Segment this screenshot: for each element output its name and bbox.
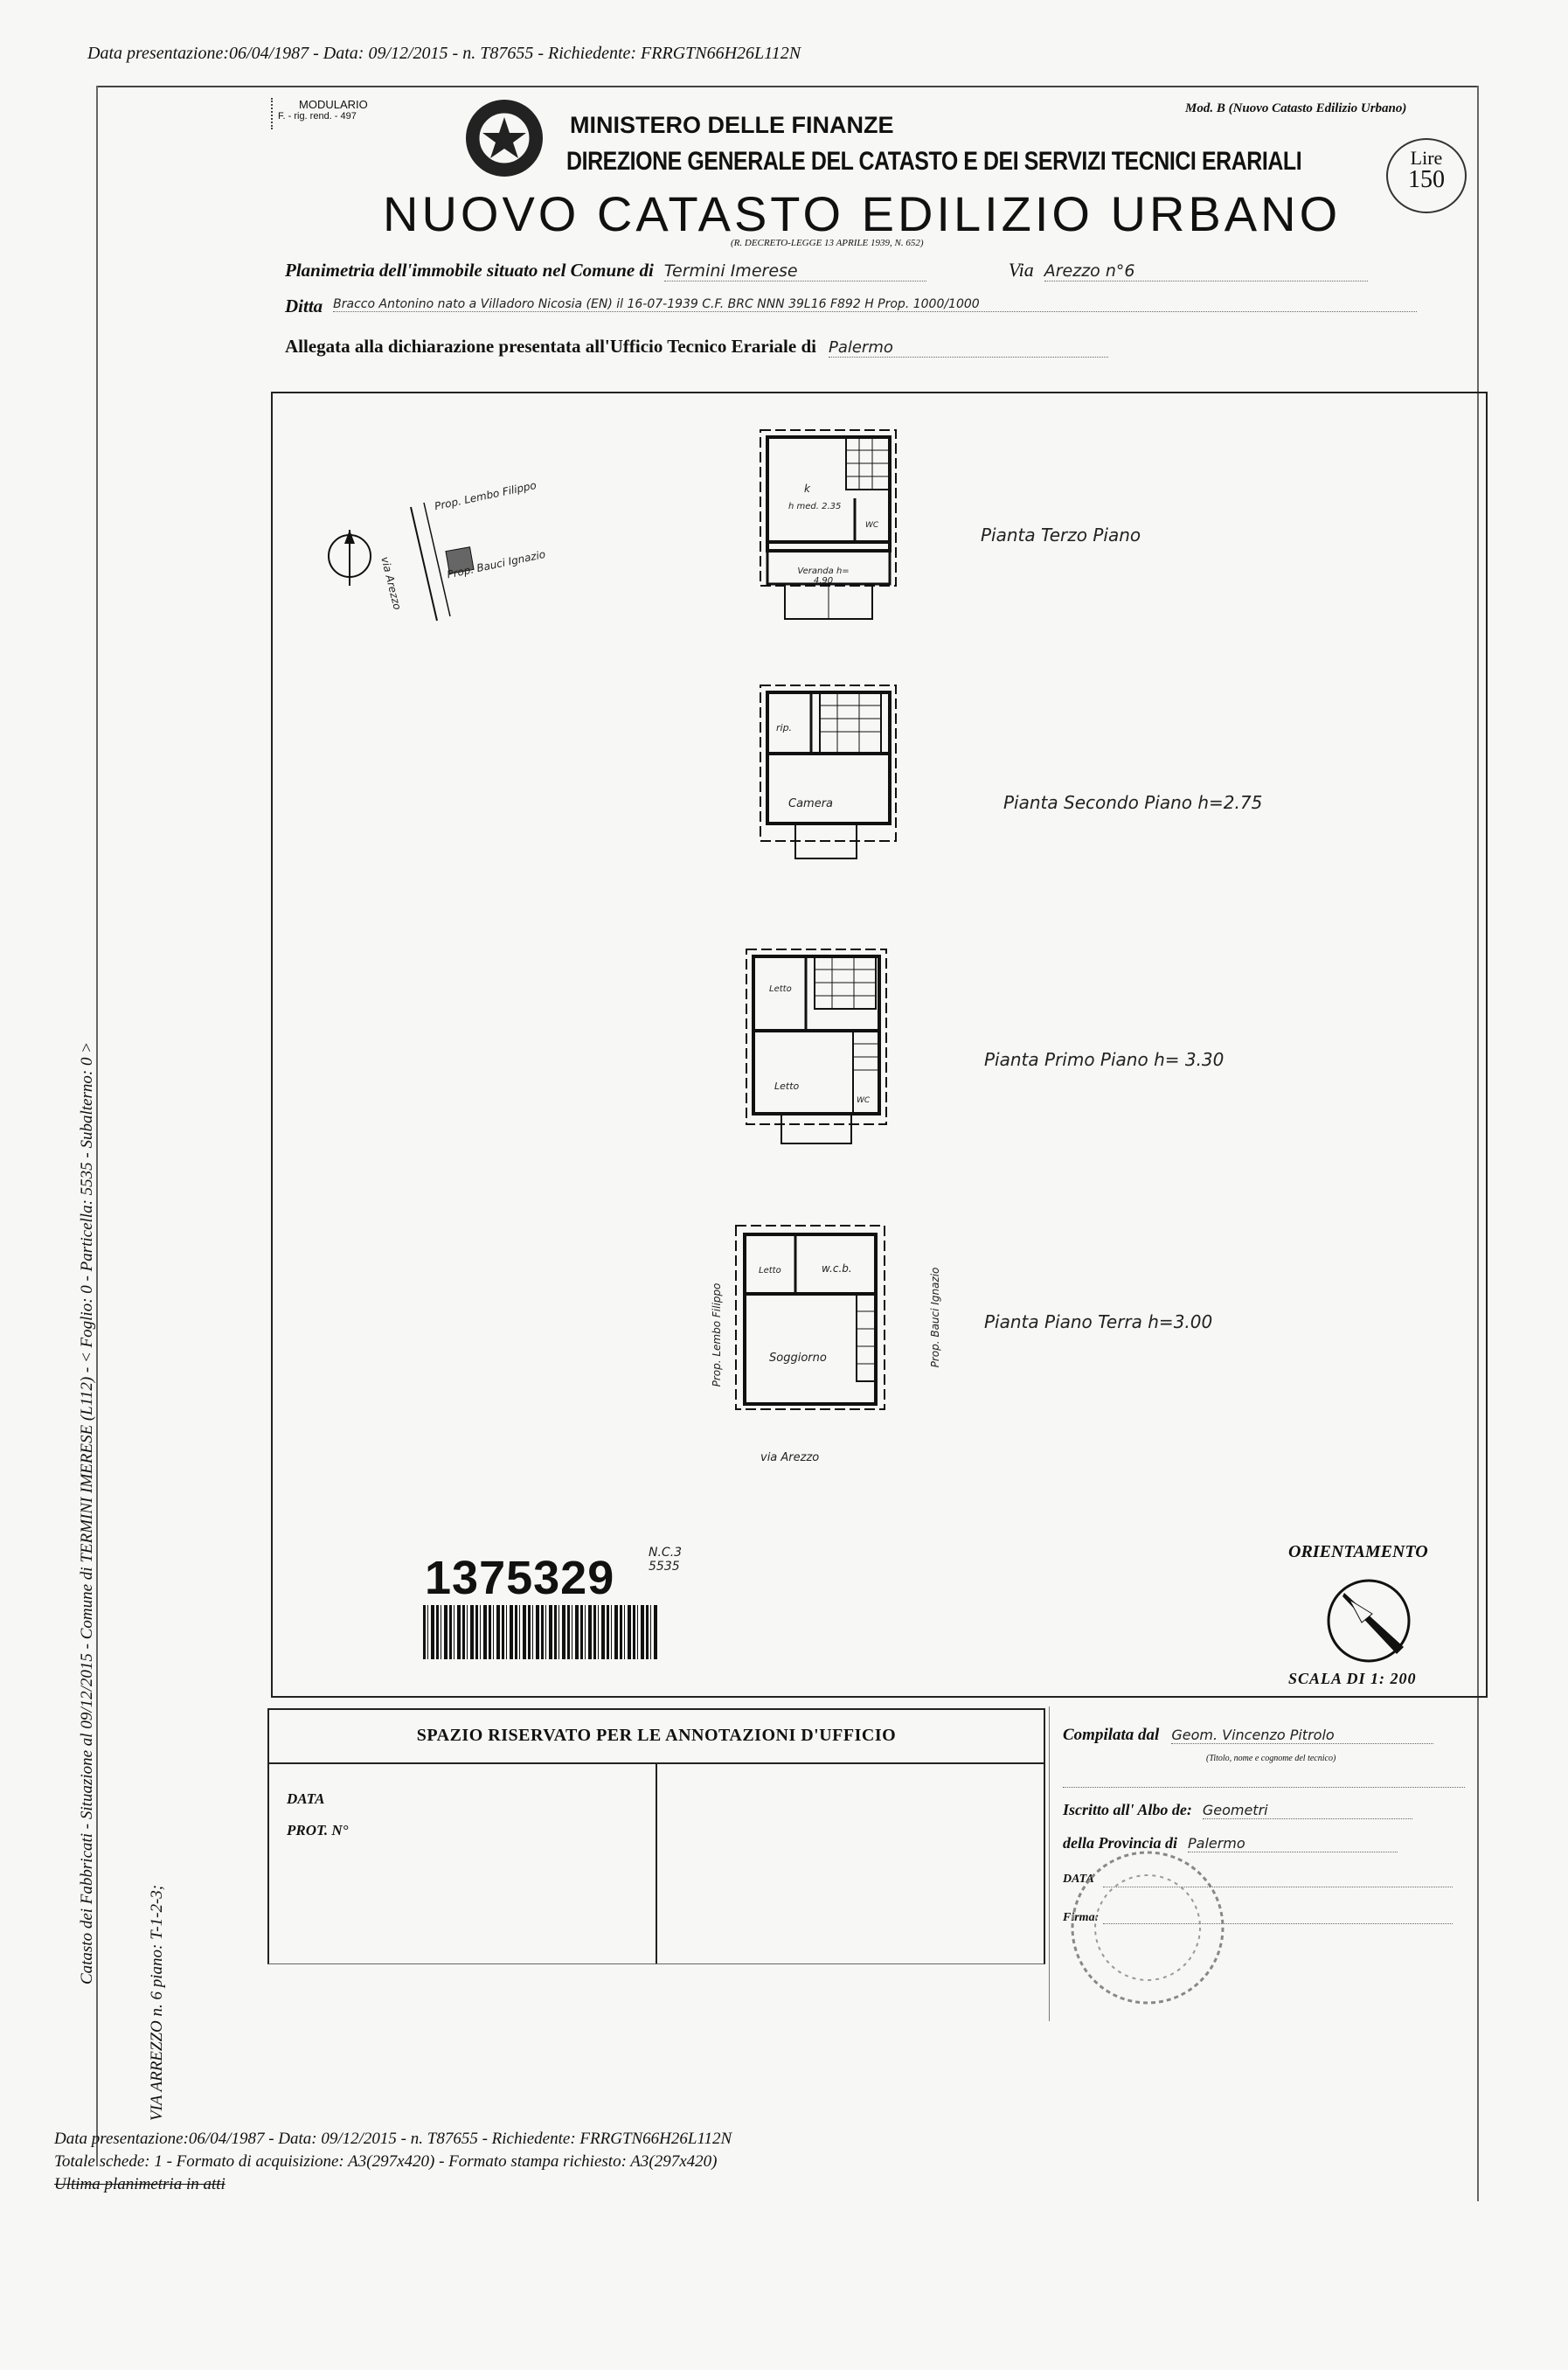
comune-value: Termini Imerese: [663, 261, 926, 281]
iscritto-row: Iscritto all' Albo de: Geometri: [1063, 1801, 1474, 1819]
planimetria-label: Planimetria dell'immobile situato nel Co…: [285, 260, 654, 281]
side-text-2: VIA ARREZZO n. 6 piano: T-1-2-3;: [148, 1884, 166, 2122]
via-label: Via: [1008, 259, 1034, 281]
outer-top-line: [96, 86, 1477, 87]
ditta-row: Ditta Bracco Antonino nato a Villadoro N…: [285, 295, 1456, 317]
site-plan: [328, 502, 475, 622]
price-stamp: Lire 150: [1386, 138, 1467, 213]
top-stamp: Data presentazione:06/04/1987 - Data: 09…: [87, 44, 801, 63]
floor-title-primo: Pianta Primo Piano h= 3.30: [984, 1049, 1225, 1070]
allegata-row: Allegata alla dichiarazione presentata a…: [285, 336, 1456, 358]
street-label: via Arezzo: [760, 1451, 820, 1464]
plan-second-floor: [760, 685, 897, 859]
plan-first-floor: [746, 949, 887, 1144]
floor-title-terzo: Pianta Terzo Piano: [981, 525, 1141, 546]
footer-line-3: Ultima planimetria in atti: [54, 2175, 225, 2193]
barcode: [423, 1605, 659, 1659]
ufficio-title: SPAZIO RISERVATO PER LE ANNOTAZIONI D'UF…: [416, 1726, 897, 1745]
ufficio-data-label: DATA: [287, 1790, 325, 1807]
ground-side-left: Prop. Lembo Filippo: [711, 1282, 723, 1387]
room-veranda: Veranda h= 4.90: [797, 566, 850, 586]
room-k: k: [804, 483, 810, 495]
provincia-label: della Provincia di: [1063, 1834, 1177, 1852]
allegata-label: Allegata alla dichiarazione presentata a…: [285, 336, 816, 357]
ufficio-body: [267, 1762, 1045, 1964]
decreto-line: (R. DECRETO-LEGGE 13 APRILE 1939, N. 652…: [731, 238, 924, 248]
ditta-label: Ditta: [285, 295, 323, 316]
barcode-note: N.C.3 5535: [649, 1546, 683, 1574]
room-letto-1a: Letto: [769, 984, 792, 994]
catasto-title: NUOVO CATASTO EDILIZIO URBANO: [383, 186, 1342, 241]
room-rip: rip.: [776, 722, 793, 733]
room-soggiorno: Soggiorno: [769, 1352, 827, 1365]
orientamento-label: ORIENTAMENTO: [1288, 1542, 1428, 1561]
compilata-sub: (Titolo, nome e cognome del tecnico): [1206, 1754, 1336, 1763]
direzione-title: DIREZIONE GENERALE DEL CATASTO E DEI SER…: [566, 147, 1302, 176]
compilata-row: Compilata dal Geom. Vincenzo Pitrolo: [1063, 1726, 1474, 1745]
star-emblem-icon: [466, 100, 543, 177]
compilata-value: Geom. Vincenzo Pitrolo: [1171, 1727, 1434, 1744]
mod-b-label: Mod. B (Nuovo Catasto Edilizio Urbano): [1185, 101, 1407, 115]
plan-third-floor: [760, 429, 897, 620]
outer-left-line: [96, 86, 98, 2166]
state-emblem: [463, 94, 545, 182]
room-letto-t: Letto: [759, 1266, 781, 1275]
room-wcb: w.c.b.: [822, 1262, 852, 1275]
professional-seal: [1071, 1851, 1225, 2005]
room-hmed: h med. 2.35: [788, 502, 842, 511]
ufficio-prot-label: PROT. N°: [287, 1822, 349, 1838]
room-camera: Camera: [788, 797, 834, 810]
plan-ground-floor: [735, 1225, 885, 1410]
room-wc-1: WC: [857, 1096, 871, 1105]
floor-title-secondo: Pianta Secondo Piano h=2.75: [1003, 792, 1263, 813]
drawing-frame: [271, 392, 1488, 1698]
ministero-title: MINISTERO DELLE FINANZE: [570, 112, 894, 138]
allegata-value: Palermo: [828, 338, 1108, 358]
room-wc-3: WC: [865, 521, 879, 530]
compass-icon: [1327, 1579, 1411, 1663]
compilata-left-line: [1049, 1706, 1050, 2021]
compilata-firma-dots: [1103, 1923, 1453, 1924]
barcode-number: 1375329: [425, 1552, 615, 1604]
provincia-value: Palermo: [1187, 1835, 1398, 1852]
ufficio-title-box: SPAZIO RISERVATO PER LE ANNOTAZIONI D'UF…: [267, 1708, 1045, 1764]
footer-line-2: Totale schede: 1 - Formato di acquisizio…: [54, 2152, 718, 2171]
iscritto-value: Geometri: [1202, 1802, 1412, 1819]
modulario-box: MODULARIO F. - rig. rend. - 497: [271, 98, 395, 129]
provincia-row: della Provincia di Palermo: [1063, 1834, 1474, 1852]
compilata-firma-label: Firma:: [1063, 1911, 1100, 1924]
ditta-value: Bracco Antonino nato a Villadoro Nicosia…: [333, 297, 1418, 312]
ufficio-divider: [656, 1762, 657, 1963]
room-letto-1b: Letto: [774, 1081, 800, 1092]
price-value: 150: [1408, 166, 1445, 193]
lire-label: Lire: [1410, 147, 1443, 169]
ground-side-right: Prop. Bauci Ignazio: [929, 1267, 941, 1368]
side-text: Catasto dei Fabbricati - Situazione al 0…: [78, 1041, 96, 1985]
compilata-dotline: [1063, 1787, 1465, 1788]
scala-label: SCALA DI 1: 200: [1288, 1670, 1417, 1687]
footer-line-1: Data presentazione:06/04/1987 - Data: 09…: [54, 2130, 732, 2148]
outer-right-line: [1477, 86, 1479, 2201]
floor-title-terra: Pianta Piano Terra h=3.00: [984, 1311, 1213, 1332]
compilata-label: Compilata dal: [1063, 1726, 1160, 1744]
modulario-sub: F. - rig. rend. - 497: [278, 111, 357, 122]
modulario-label: MODULARIO: [299, 98, 368, 111]
via-value: Arezzo n°6: [1044, 261, 1368, 281]
planimetria-row: Planimetria dell'immobile situato nel Co…: [285, 259, 1456, 294]
iscritto-label: Iscritto all' Albo de:: [1063, 1801, 1192, 1818]
